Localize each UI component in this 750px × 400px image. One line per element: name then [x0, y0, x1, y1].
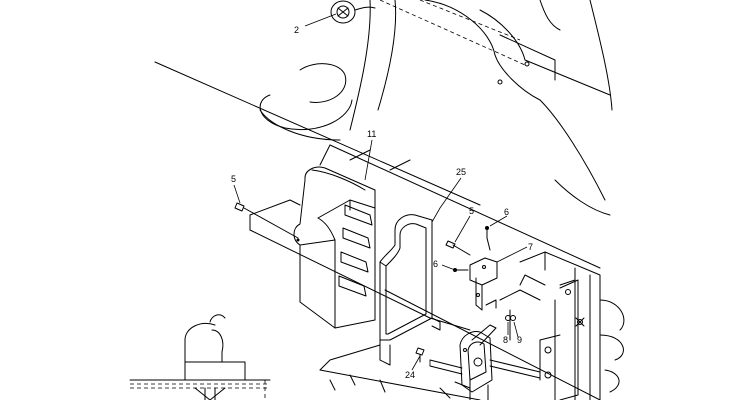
callout-5-right: 5 — [469, 206, 474, 216]
callout-2: 2 — [294, 25, 299, 35]
part-25-loop-frame — [379, 214, 441, 366]
upper-boom-assembly — [154, 0, 613, 216]
callout-labels: 2 11 5 25 5 6 7 6 8 9 24 — [231, 25, 533, 380]
side-bracket-plate — [539, 279, 585, 400]
part-7-bracket — [469, 257, 498, 311]
fasteners — [234, 202, 516, 363]
callout-5-left: 5 — [231, 174, 236, 184]
part-2-round-fitting — [330, 0, 376, 24]
lower-left-assembly — [129, 314, 271, 400]
callout-7: 7 — [528, 242, 533, 252]
part-11-guard-cover — [293, 166, 376, 329]
lever-mechanism — [429, 324, 541, 400]
callout-6-lower: 6 — [433, 259, 438, 269]
callout-9: 9 — [517, 335, 522, 345]
callout-24: 24 — [405, 370, 415, 380]
callout-25: 25 — [456, 167, 466, 177]
main-frame — [249, 144, 625, 400]
callout-6-upper: 6 — [504, 207, 509, 217]
callout-11: 11 — [367, 129, 376, 139]
leader-lines — [233, 13, 528, 371]
callout-8: 8 — [503, 335, 508, 345]
